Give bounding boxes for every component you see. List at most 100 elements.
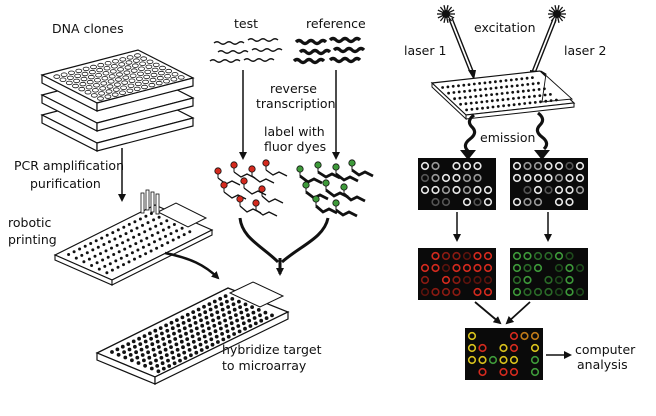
well bbox=[115, 77, 122, 82]
spot bbox=[93, 254, 97, 258]
well bbox=[142, 79, 150, 85]
scan-spot bbox=[483, 251, 493, 261]
spot bbox=[169, 320, 174, 325]
well bbox=[152, 62, 160, 68]
spot bbox=[126, 238, 130, 242]
well bbox=[134, 81, 142, 87]
scan-spot bbox=[441, 263, 451, 273]
spot bbox=[549, 99, 553, 102]
spot bbox=[170, 326, 175, 331]
well bbox=[124, 65, 132, 70]
spot bbox=[161, 228, 165, 232]
well bbox=[68, 70, 75, 75]
spot bbox=[213, 329, 218, 334]
spot bbox=[253, 321, 258, 326]
spot bbox=[237, 299, 241, 304]
spot bbox=[158, 326, 163, 330]
spot bbox=[166, 334, 171, 339]
well bbox=[139, 61, 147, 66]
spot bbox=[186, 342, 191, 347]
spot bbox=[500, 85, 503, 89]
scan-spot bbox=[530, 367, 540, 377]
scan-spot bbox=[530, 355, 540, 365]
spot bbox=[473, 88, 477, 92]
spot bbox=[502, 104, 505, 108]
spot bbox=[153, 240, 156, 244]
spot bbox=[509, 78, 513, 82]
spot bbox=[187, 318, 191, 323]
scan-spot bbox=[478, 367, 487, 377]
scan-spot bbox=[509, 343, 519, 353]
well bbox=[148, 82, 156, 88]
spot bbox=[512, 103, 516, 107]
well bbox=[60, 72, 68, 77]
spot bbox=[181, 321, 186, 325]
label-hybridize: hybridize target bbox=[222, 342, 322, 357]
spot bbox=[175, 318, 179, 322]
scan-spot bbox=[544, 185, 553, 195]
spot bbox=[270, 313, 274, 318]
spot bbox=[205, 345, 210, 350]
scan-spot bbox=[544, 287, 553, 297]
scan-spot bbox=[565, 287, 574, 297]
spot bbox=[496, 105, 500, 108]
well bbox=[81, 71, 89, 77]
spot bbox=[187, 348, 192, 352]
label-excitation: excitation bbox=[474, 20, 536, 35]
spot bbox=[197, 337, 202, 342]
spot bbox=[511, 90, 515, 94]
scan-spot bbox=[499, 355, 508, 365]
spot bbox=[194, 326, 199, 331]
spot bbox=[144, 252, 148, 256]
well bbox=[104, 94, 112, 99]
spot bbox=[474, 95, 478, 98]
spot bbox=[193, 321, 198, 325]
spot bbox=[184, 331, 188, 336]
spot bbox=[121, 241, 125, 245]
spot bbox=[512, 97, 515, 100]
spot bbox=[114, 259, 118, 263]
spot bbox=[472, 82, 476, 86]
well bbox=[120, 85, 127, 90]
scan-spot bbox=[523, 263, 532, 273]
spot bbox=[189, 353, 193, 358]
spot bbox=[478, 82, 481, 85]
spot bbox=[469, 95, 472, 99]
scan-spot bbox=[441, 197, 451, 207]
scan-spot bbox=[420, 287, 430, 297]
well bbox=[80, 76, 88, 82]
spot bbox=[172, 223, 176, 226]
well bbox=[151, 67, 159, 73]
printed-slide bbox=[53, 202, 214, 286]
scan-spot bbox=[462, 275, 472, 285]
scan-spot bbox=[467, 355, 477, 365]
scan-slide-dots bbox=[441, 76, 558, 112]
spot bbox=[521, 89, 525, 93]
well bbox=[82, 66, 90, 72]
scan-spot bbox=[533, 185, 543, 195]
spot bbox=[506, 91, 509, 95]
well bbox=[111, 64, 118, 69]
spot bbox=[169, 232, 173, 236]
label-label-with: label with bbox=[264, 124, 325, 139]
spot bbox=[166, 241, 170, 245]
scan-spot bbox=[420, 185, 430, 195]
spot bbox=[133, 257, 136, 261]
spot bbox=[191, 310, 196, 314]
spot bbox=[533, 101, 537, 104]
spot bbox=[190, 334, 195, 339]
label-computer: computer bbox=[575, 342, 636, 357]
spot bbox=[224, 324, 229, 328]
well bbox=[159, 65, 166, 71]
spot bbox=[133, 344, 137, 349]
well bbox=[130, 68, 138, 73]
spot bbox=[490, 93, 493, 96]
well bbox=[111, 92, 119, 97]
spot bbox=[150, 342, 155, 347]
spot bbox=[459, 102, 462, 106]
spot bbox=[212, 323, 217, 328]
spot bbox=[215, 310, 220, 315]
scan-spot bbox=[462, 185, 472, 195]
well bbox=[121, 80, 129, 85]
spot bbox=[158, 350, 163, 355]
